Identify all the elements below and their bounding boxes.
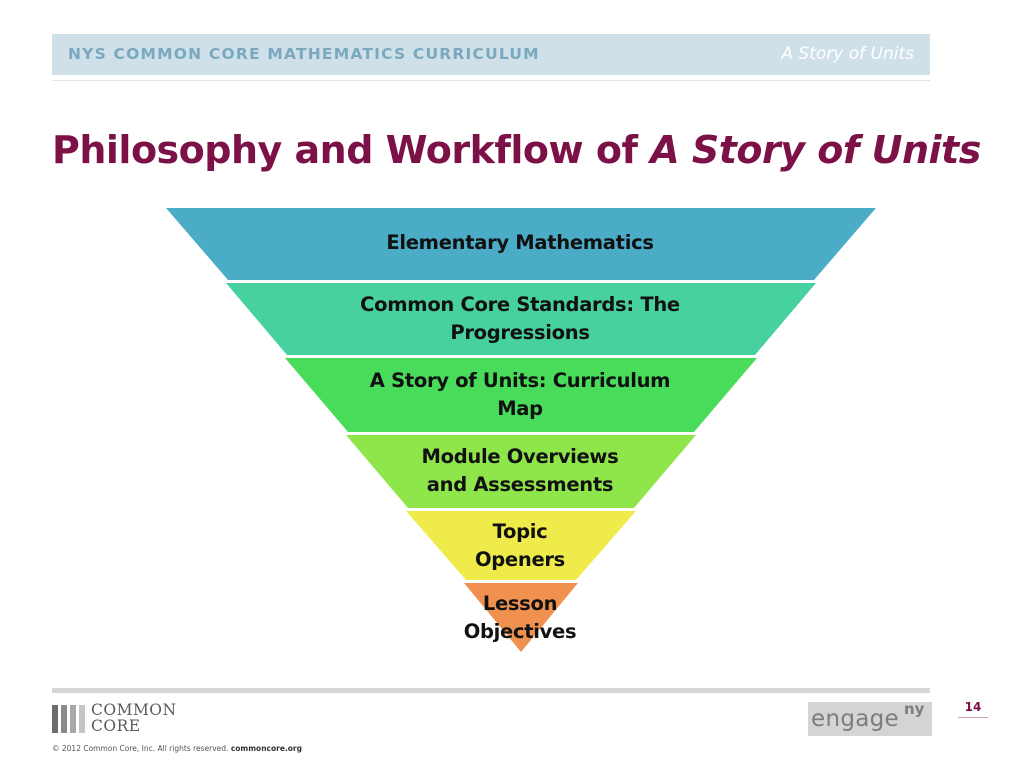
logo-line-2: CORE [91,717,141,735]
page-number: 14 [964,700,982,714]
copyright-text: © 2012 Common Core, Inc. All rights rese… [52,744,229,753]
footer-divider [52,688,930,693]
title-prefix: Philosophy and Workflow of [52,128,651,172]
page-number-rule [958,717,988,718]
copyright-link[interactable]: commoncore.org [230,744,303,753]
layer-label-6: Lesson Objectives [463,592,577,643]
engageny-logo: engage ny [808,700,932,736]
page-title: Philosophy and Workflow of A Story of Un… [52,128,981,172]
logo-line-1: COMMON [91,701,177,719]
title-italic: A Story of Units [650,128,981,172]
funnel-layer-2 [226,283,816,355]
common-core-logo-icon [52,705,85,733]
header-band: NYS COMMON CORE MATHEMATICS CURRICULUM A… [52,34,930,75]
header-divider [52,80,930,81]
funnel-layer-5 [406,511,636,580]
engage-sup: ny [904,700,925,718]
funnel-layer-3 [285,358,757,432]
copyright-notice: © 2012 Common Core, Inc. All rights rese… [52,744,302,753]
funnel-layer-1 [166,208,876,280]
layer-label-3: A Story of Units: Curriculum Map [369,369,671,420]
common-core-wordmark: COMMON CORE [91,702,177,734]
engage-word: engage [811,706,899,732]
layer-label-5: Topic Openers [475,520,565,571]
funnel-layer-6 [464,583,578,652]
funnel-layer-4 [346,435,696,508]
layer-label-4: Module Overviews and Assessments [421,445,619,496]
curriculum-title: NYS COMMON CORE MATHEMATICS CURRICULUM [68,45,540,63]
layer-label-1: Elementary Mathematics [386,231,654,254]
layer-label-2: Common Core Standards: The Progressions [360,293,680,344]
series-name: A Story of Units [781,44,914,64]
